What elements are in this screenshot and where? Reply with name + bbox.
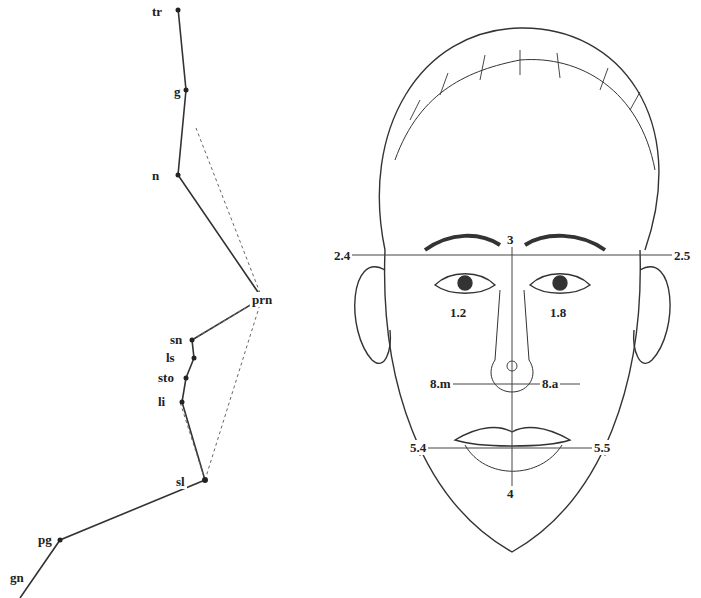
point-label: 4 — [505, 486, 516, 501]
point-label: 1.2 — [448, 305, 468, 320]
point-label: 5.4 — [408, 440, 428, 455]
point-label: 8.a — [540, 376, 560, 391]
point-label: 1.8 — [548, 305, 568, 320]
profile-points — [58, 8, 266, 543]
point-label: sto — [156, 370, 176, 385]
point-label: ls — [164, 350, 177, 365]
point-label: gn — [8, 570, 26, 585]
point-label: tr — [150, 4, 164, 19]
point-label: sl — [174, 474, 187, 489]
point-label: 2.5 — [672, 248, 692, 263]
point-label: 3 — [505, 232, 516, 247]
point-label: 5.5 — [592, 440, 612, 455]
point-label: sn — [168, 332, 184, 347]
point-label: pg — [36, 532, 54, 547]
point-label: 8.m — [428, 376, 453, 391]
profile-outline — [20, 8, 262, 598]
measure-lines — [350, 240, 688, 500]
face-drawing — [355, 28, 670, 552]
point-label: li — [156, 394, 167, 409]
point-label: 2.4 — [332, 248, 352, 263]
point-label: n — [150, 168, 161, 183]
point-label: g — [172, 84, 183, 99]
point-label: prn — [250, 292, 274, 307]
nose-point — [507, 361, 517, 371]
